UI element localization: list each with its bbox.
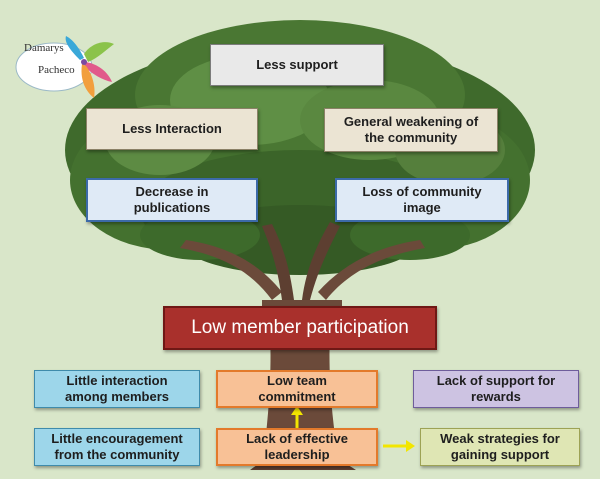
logo-name-line1: Damarys — [24, 42, 64, 54]
logo: Damarys Pacheco — [14, 34, 124, 104]
cause-little-encouragement: Little encouragement from the community — [34, 428, 200, 466]
cause-weak-strategies: Weak strategies for gaining support — [420, 428, 580, 466]
cause-little-interaction: Little interaction among members — [34, 370, 200, 408]
effect-less-support: Less support — [210, 44, 384, 86]
effect-loss-image: Loss of community image — [335, 178, 509, 222]
arrow-leadership-to-strategies — [383, 440, 415, 452]
cause-lack-support-rewards: Lack of support for rewards — [413, 370, 579, 408]
cause-lack-leadership: Lack of effective leadership — [216, 428, 378, 466]
arrow-leadership-to-commitment — [291, 406, 303, 428]
logo-emblem — [15, 36, 114, 98]
central-problem: Low member participation — [163, 306, 437, 350]
effect-decrease-publications: Decrease in publications — [86, 178, 258, 222]
effect-general-weakening: General weakening of the community — [324, 108, 498, 152]
cause-low-team-commitment: Low team commitment — [216, 370, 378, 408]
effect-less-interaction: Less Interaction — [86, 108, 258, 150]
logo-name-line2: Pacheco — [38, 64, 75, 76]
